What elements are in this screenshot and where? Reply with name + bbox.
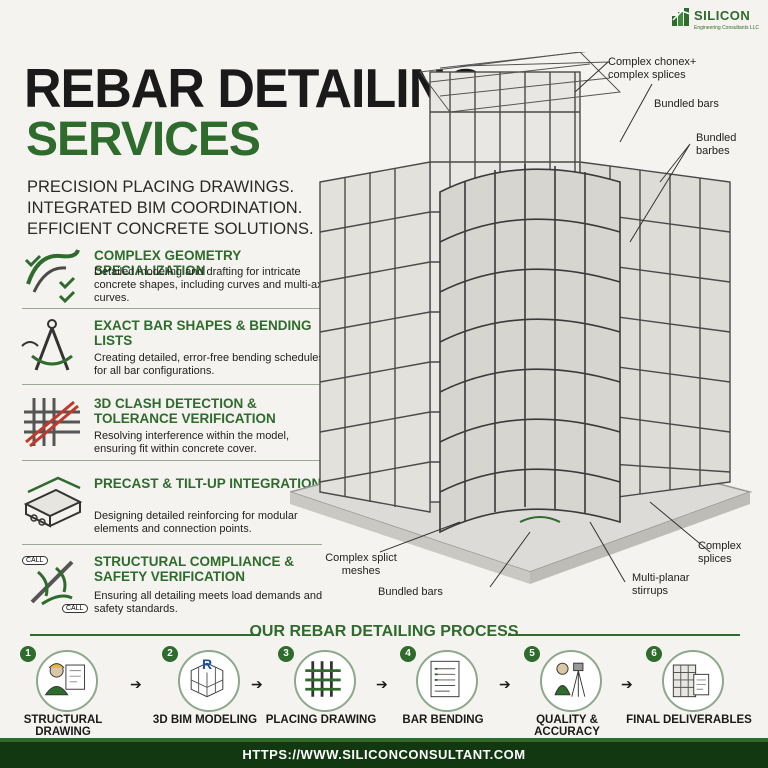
process-title-rule [30, 634, 260, 636]
feature-title: 3D CLASH DETECTION & TOLERANCE VERIFICAT… [94, 396, 276, 426]
step-label: QUALITY & ACCURACY [534, 714, 600, 738]
process-step: 3 PLACING DRAWING [266, 646, 376, 740]
clash-icon [24, 398, 80, 448]
tagline: PRECISION PLACING DRAWINGS. INTEGRATED B… [27, 177, 327, 240]
call-badge: CALL [62, 604, 88, 613]
step-label: PLACING DRAWING [265, 714, 377, 726]
feature-divider [22, 384, 322, 385]
feature-desc: Resolving interference within the model,… [94, 430, 290, 455]
tagline-line: PRECISION PLACING DRAWINGS. [27, 178, 295, 196]
surveyor-icon [554, 662, 586, 697]
callout-complex-splices-top: Complex chonex+ complex splices [608, 56, 697, 81]
silicon-logo-icon [672, 8, 691, 26]
brand-subtitle: Engineering Consultants LLC [694, 25, 760, 31]
compass-icon [21, 319, 73, 371]
feature-divider [22, 308, 322, 309]
feature-divider [22, 460, 322, 461]
step-label: FINAL DELIVERABLES [626, 714, 752, 726]
step-number: 6 [646, 646, 662, 662]
step-label: 3D BIM MODELING [152, 714, 258, 726]
call-badge: CALL [22, 556, 48, 565]
schedule-list-icon [430, 660, 460, 698]
arrow-right-icon: ➔ [499, 676, 511, 692]
curves-check-icon [24, 249, 80, 304]
process-step: 6 FINAL DELIVERABLES [626, 646, 752, 740]
callout-bundled-bars-2: Bundled bars [378, 586, 443, 598]
chain-call-icon [30, 560, 74, 606]
feature-desc: Detailed modeling and drafting for intri… [94, 266, 331, 304]
process-step: 5 QUALITY & ACCURACY [512, 646, 622, 740]
step-label: BAR BENDING [402, 714, 484, 726]
step-label: STRUCTURAL DRAWING [23, 714, 103, 738]
feature-title: PRECAST & TILT-UP INTEGRATION [94, 476, 322, 491]
callout-bundled-barbes: Bundled barbes [696, 132, 737, 157]
page-title-line2: SERVICES [26, 113, 261, 166]
step-number: 5 [524, 646, 540, 662]
step-number: 1 [20, 646, 36, 662]
brand-name: SILICON [694, 8, 751, 23]
footer: HTTPS://WWW.SILICONCONSULTANT.COM [0, 738, 768, 768]
arrow-right-icon: ➔ [376, 676, 388, 692]
callout-complex-splices: Complex splices [698, 540, 742, 565]
feature-desc: Ensuring all detailing meets load demand… [94, 590, 323, 615]
step-number: 3 [278, 646, 294, 662]
tagline-line: INTEGRATED BIM COORDINATION. [27, 199, 303, 217]
feature-desc: Designing detailed reinforcing for modul… [94, 510, 298, 535]
page-title-line1: REBAR DETAILING [24, 58, 486, 120]
process-title: OUR REBAR DETAILING PROCESS [249, 623, 519, 640]
feature-title: EXACT BAR SHAPES & BENDING LISTS [94, 318, 312, 348]
feature-title: STRUCTURAL COMPLIANCE & SAFETY VERIFICAT… [94, 554, 294, 584]
process-step: 4 BAR BENDING [388, 646, 498, 740]
revit-grid-icon [190, 662, 224, 698]
callout-multi-planar-stirrups: Multi-planar stirrups [632, 572, 690, 597]
step-number: 2 [162, 646, 178, 662]
building-document-icon [672, 664, 710, 698]
website-link[interactable]: HTTPS://WWW.SILICONCONSULTANT.COM [242, 747, 526, 762]
arrow-right-icon: ➔ [621, 676, 633, 692]
feature-divider [22, 544, 322, 545]
process-title-rule [508, 634, 740, 636]
rebar-building-illustration [290, 52, 753, 588]
arrow-right-icon: ➔ [251, 676, 263, 692]
revit-letter: R [202, 656, 213, 672]
arrow-right-icon: ➔ [130, 676, 142, 692]
precast-icon [23, 476, 83, 528]
rebar-grid-icon [305, 661, 341, 697]
engineer-drawing-icon [44, 663, 86, 696]
brand-logo: SILICON Engineering Consultants LLC [672, 6, 764, 36]
process-step: R 2 3D BIM MODELING [150, 646, 260, 740]
callout-splict-meshes: Complex splict meshes [325, 552, 397, 577]
callout-bundled-bars-1: Bundled bars [654, 98, 719, 110]
feature-title: COMPLEX GEOMETRY SPECIALIZATION [94, 248, 242, 278]
process-step: 1 STRUCTURAL DRAWING [8, 646, 118, 740]
feature-desc: Creating detailed, error-free bending sc… [94, 352, 324, 377]
tagline-line: EFFICIENT CONCRETE SOLUTIONS. [27, 220, 314, 238]
step-number: 4 [400, 646, 416, 662]
